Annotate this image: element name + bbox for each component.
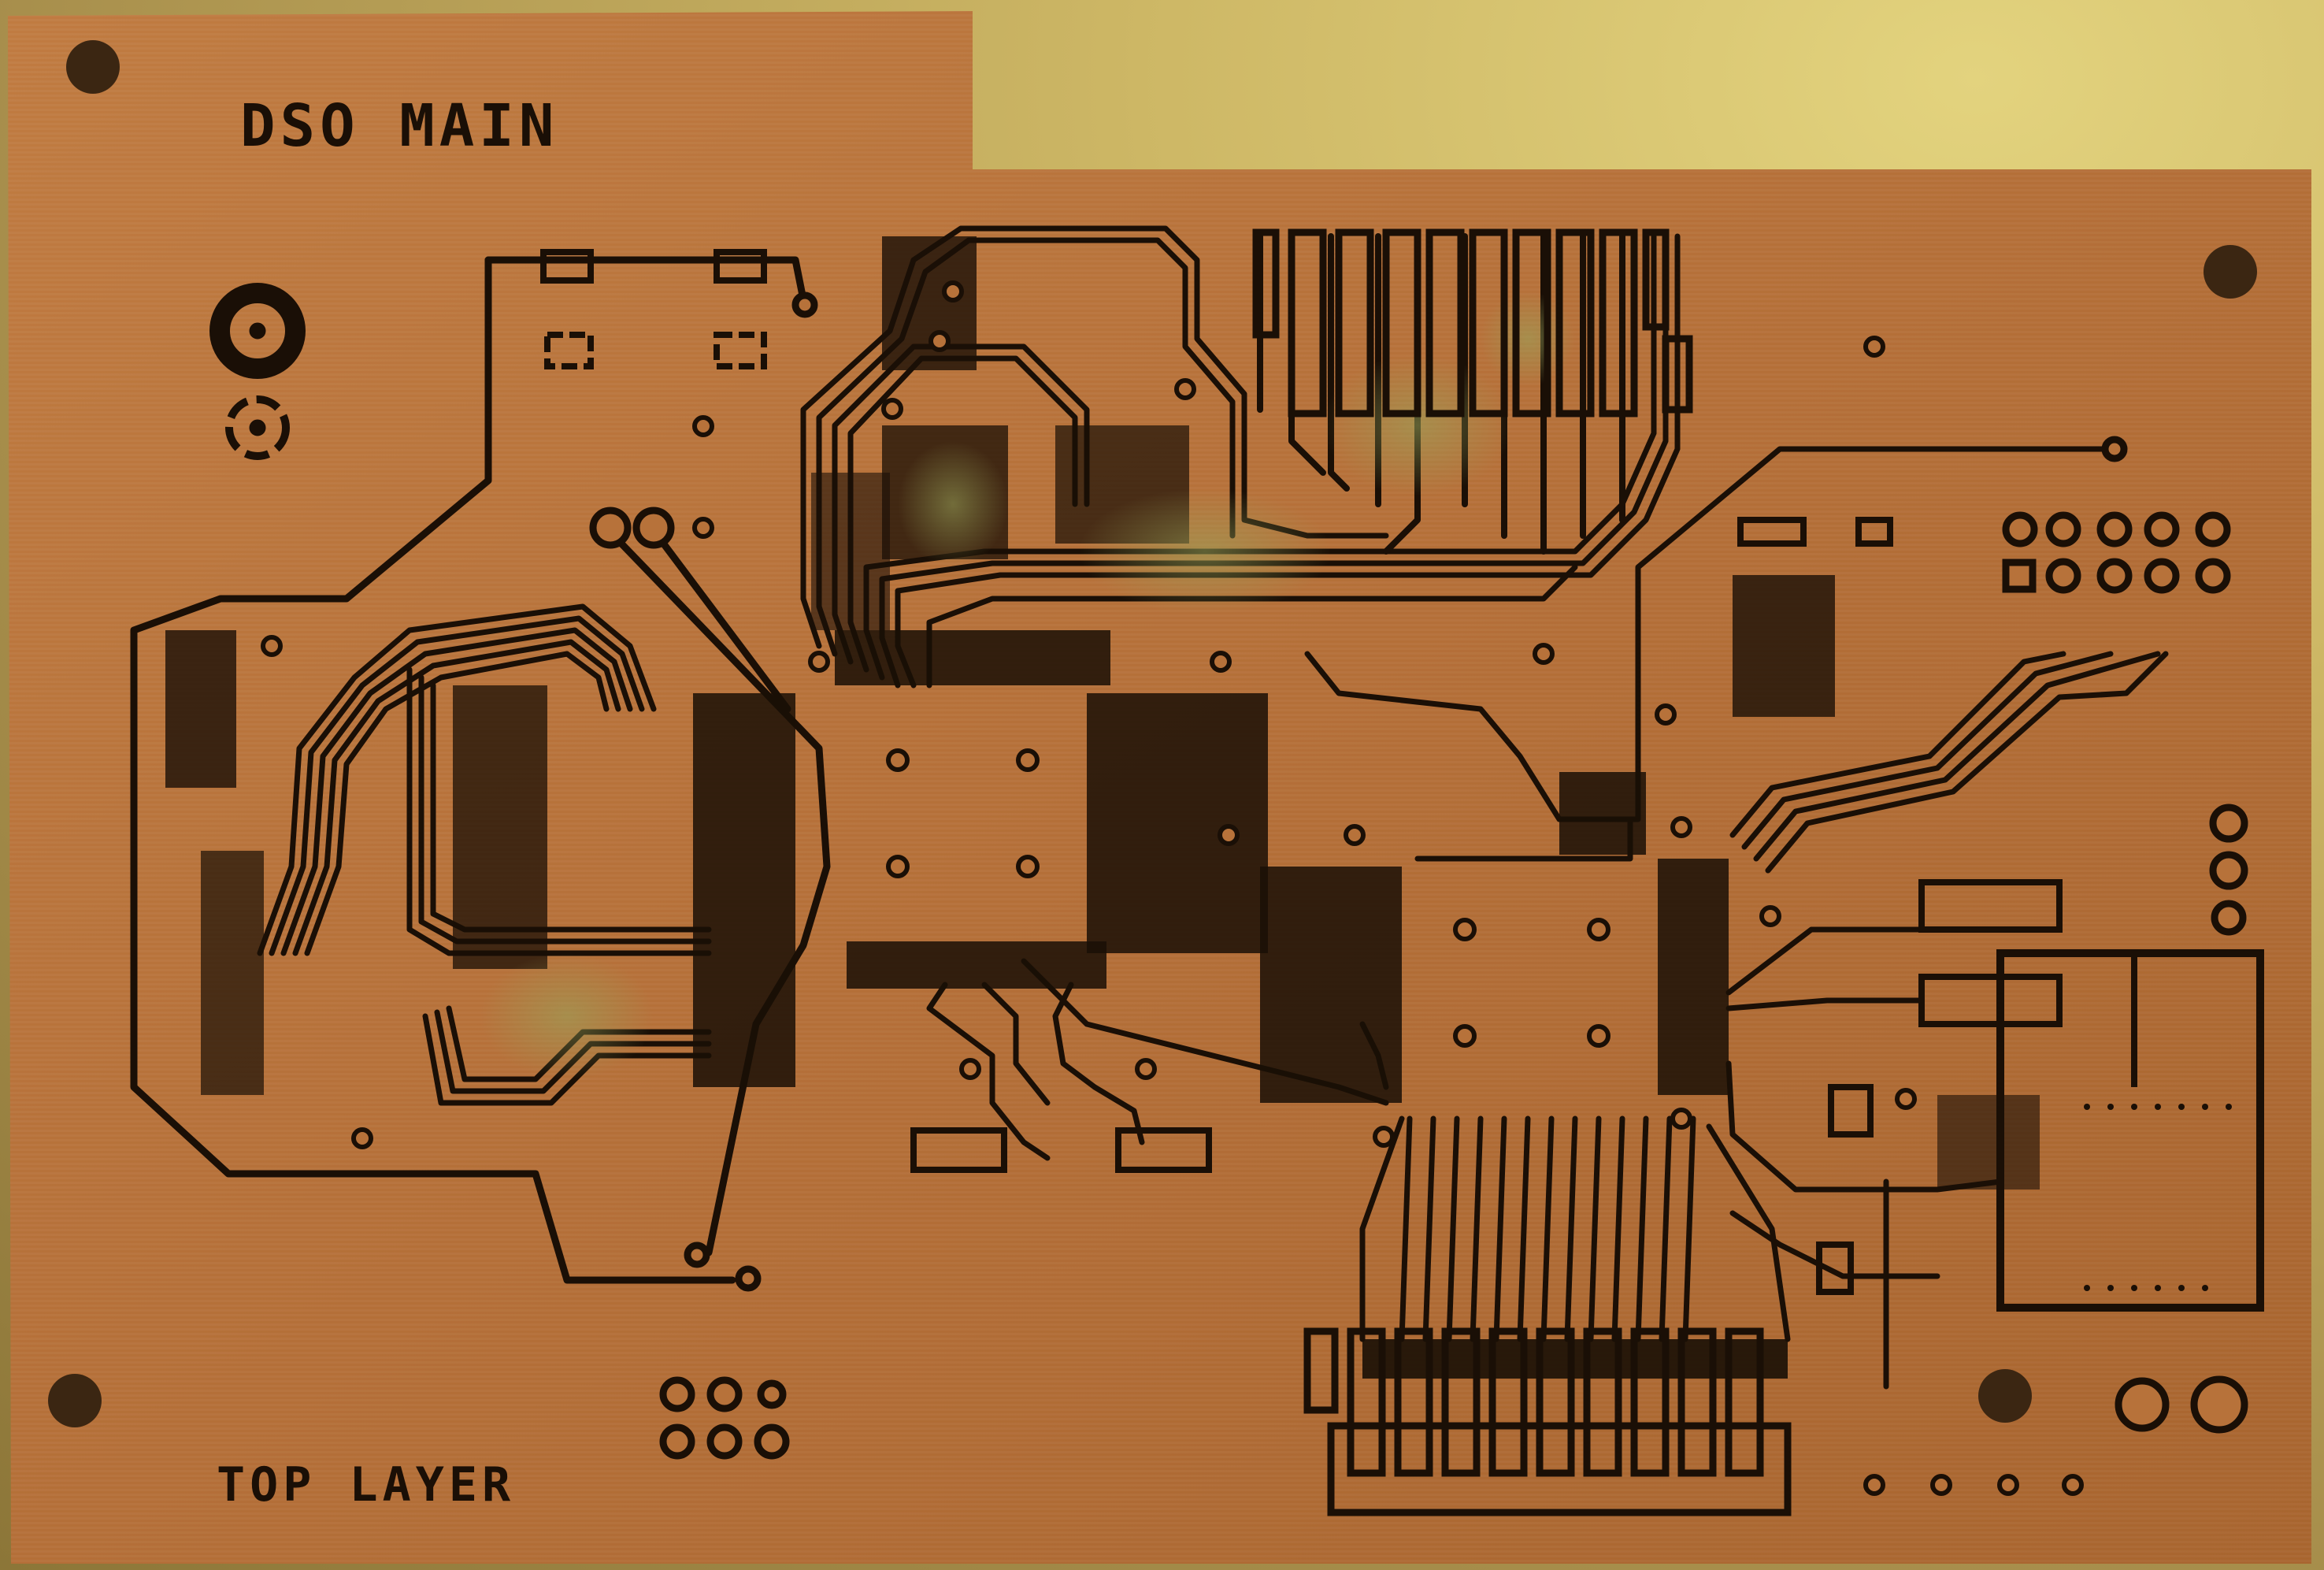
mounting-holes	[48, 40, 2257, 1427]
layer-label: TOP LAYER	[217, 1457, 515, 1512]
through-hole-pads	[589, 291, 2248, 1460]
bottom-connector-pads	[1303, 1327, 1792, 1516]
fiducial-marks	[209, 283, 306, 460]
ic-footprints	[165, 236, 2040, 1379]
top-connector-pads	[1252, 228, 1693, 418]
smd-pads	[540, 249, 2264, 1312]
vias	[261, 280, 2084, 1496]
glare-spots	[480, 291, 1575, 1079]
board-title-label: DSO MAIN	[240, 92, 558, 160]
power-footprint-dots	[2084, 1104, 2232, 1291]
